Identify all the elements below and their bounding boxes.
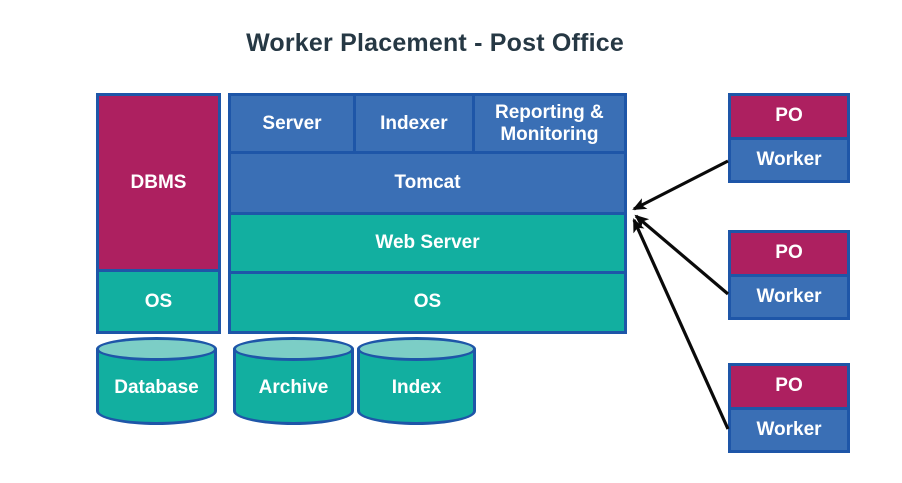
index-cylinder-body (357, 349, 476, 425)
arrow-worker3-to-stack (632, 218, 730, 430)
archive-cylinder-body (233, 349, 354, 425)
indexer-box: Indexer (352, 96, 472, 152)
po-box-3-worker-label: Worker (756, 418, 822, 440)
po-box-2-worker: Worker (731, 273, 847, 317)
dbms-os-label: OS (144, 290, 173, 312)
arrow-worker1-to-stack (632, 159, 729, 211)
dbms-label: DBMS (130, 171, 187, 193)
po-worker-box-3: PO Worker (728, 363, 850, 453)
reporting-monitoring-box: Reporting & Monitoring (471, 96, 624, 152)
tomcat-box: Tomcat (231, 151, 624, 212)
app-os-label: OS (413, 291, 442, 313)
po-box-3-po: PO (731, 366, 847, 407)
archive-label: Archive (258, 377, 329, 398)
database-cylinder-body (96, 349, 217, 425)
application-stack: Server Indexer Reporting & Monitoring To… (228, 93, 627, 334)
po-box-1-po-label: PO (775, 105, 803, 127)
dbms-stack: DBMS OS (96, 93, 221, 334)
database-cylinder-top (96, 337, 217, 361)
dbms-os-box: OS (99, 269, 218, 331)
archive-cylinder-top (233, 337, 354, 361)
archive-cylinder: Archive (233, 337, 354, 425)
po-box-2-po-label: PO (775, 242, 803, 264)
index-cylinder-top (357, 337, 476, 361)
server-label: Server (262, 112, 322, 134)
app-top-row: Server Indexer Reporting & Monitoring (231, 96, 624, 152)
server-box: Server (231, 96, 353, 152)
database-label: Database (114, 377, 199, 398)
po-box-3-worker: Worker (731, 406, 847, 450)
diagram-title: Worker Placement - Post Office (246, 29, 624, 57)
po-worker-box-1: PO Worker (728, 93, 850, 183)
tomcat-label: Tomcat (394, 172, 461, 193)
dbms-box: DBMS (99, 96, 218, 270)
reporting-monitoring-label: Reporting & Monitoring (495, 101, 604, 145)
po-box-2-po: PO (731, 233, 847, 274)
po-box-1-po: PO (731, 96, 847, 137)
database-cylinder: Database (96, 337, 217, 425)
arrow-worker2-to-stack (634, 214, 730, 296)
web-server-label: Web Server (375, 231, 480, 253)
index-label: Index (391, 377, 442, 398)
indexer-label: Indexer (380, 112, 448, 134)
po-box-1-worker: Worker (731, 136, 847, 180)
web-server-box: Web Server (231, 211, 624, 271)
po-box-3-po-label: PO (775, 375, 803, 397)
index-cylinder: Index (357, 337, 476, 425)
po-box-1-worker-label: Worker (756, 148, 822, 170)
po-box-2-worker-label: Worker (756, 285, 822, 307)
app-os-box: OS (231, 270, 624, 331)
po-worker-box-2: PO Worker (728, 230, 850, 320)
